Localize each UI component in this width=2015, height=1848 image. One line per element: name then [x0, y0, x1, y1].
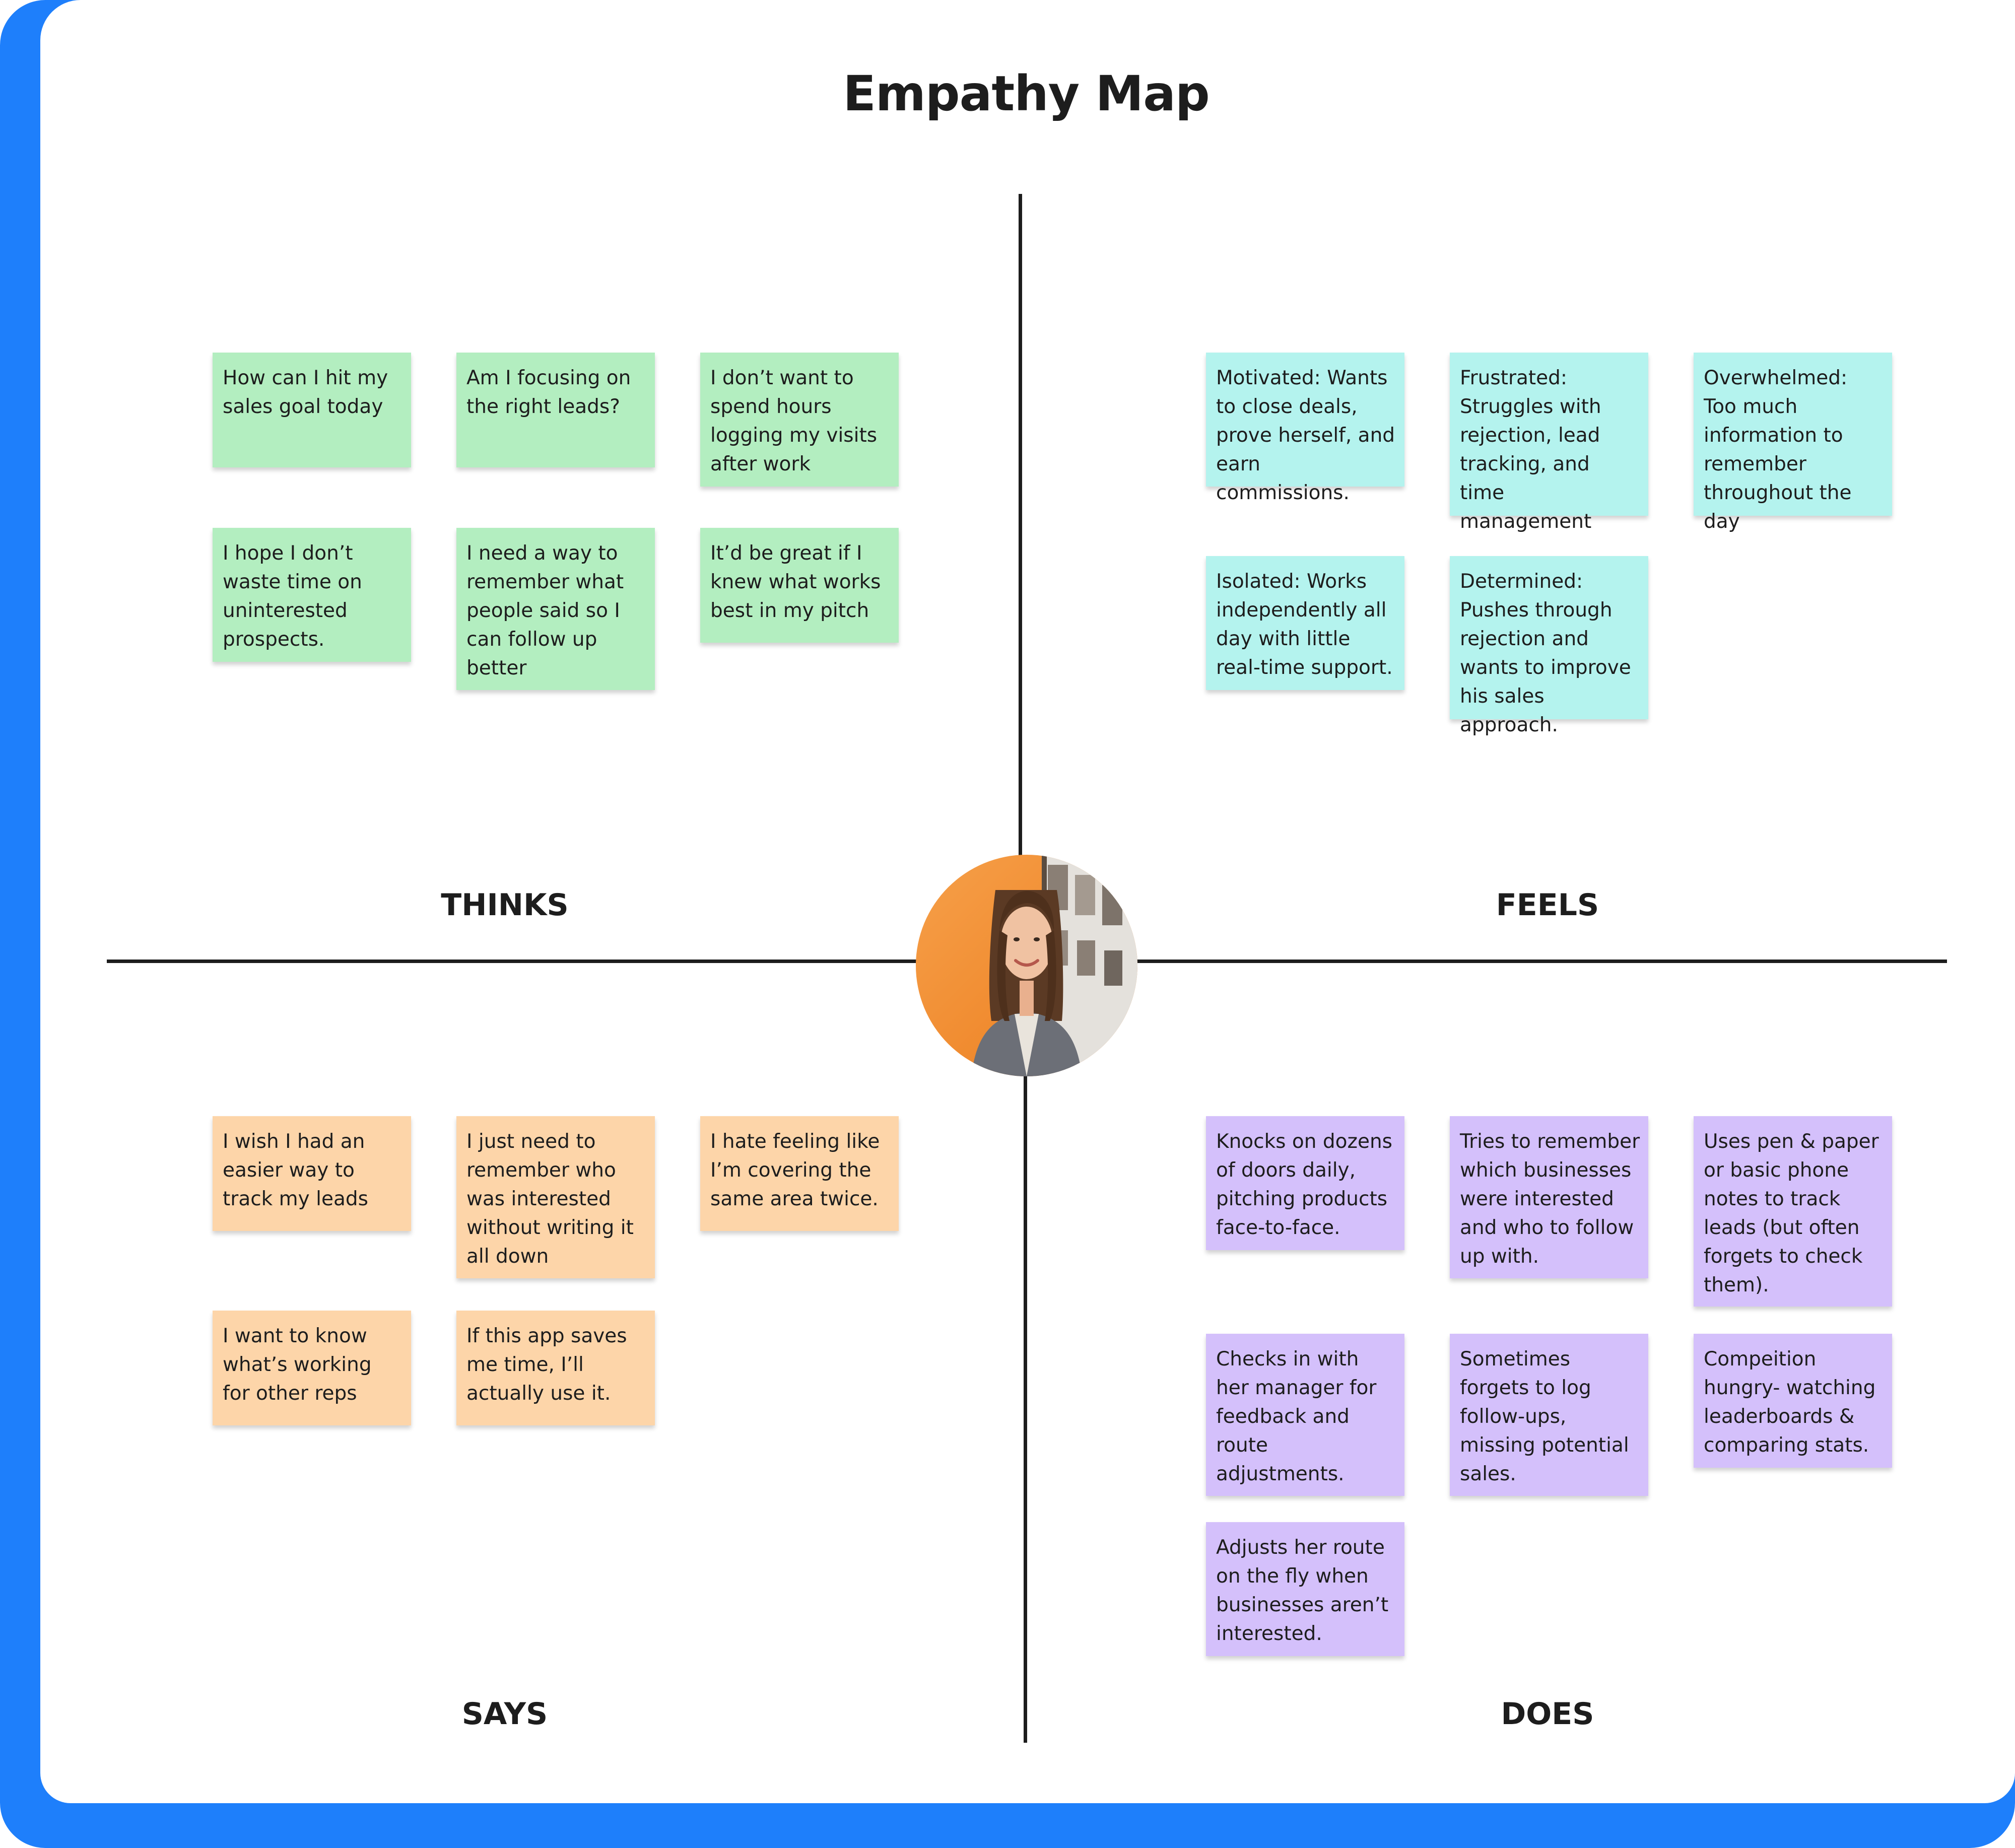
page-title: Empathy Map — [843, 65, 1210, 122]
horizontal-axis-left — [107, 960, 918, 963]
vertical-axis-bottom — [1024, 1073, 1027, 1743]
sticky-note-thinks-4[interactable]: I hope I don’t waste time on unintereste… — [213, 528, 411, 662]
quadrant-label-says: SAYS — [461, 1696, 548, 1732]
sticky-note-feels-4[interactable]: Isolated: Works independently all day wi… — [1206, 556, 1404, 690]
sticky-note-thinks-2[interactable]: Am I focusing on the right leads? — [456, 353, 655, 467]
horizontal-axis-right — [1136, 960, 1947, 963]
sticky-note-feels-3[interactable]: Overwhelmed: Too much information to rem… — [1694, 353, 1892, 533]
vertical-axis-top — [1019, 194, 1022, 859]
sticky-note-feels-1[interactable]: Motivated: Wants to close deals, prove h… — [1206, 353, 1404, 504]
persona-avatar[interactable] — [916, 855, 1137, 1076]
sticky-note-does-1[interactable]: Knocks on dozens of doors daily, pitchin… — [1206, 1116, 1404, 1250]
quadrant-label-feels: FEELS — [1496, 887, 1599, 923]
sticky-note-thinks-5[interactable]: I need a way to remember what people sai… — [456, 528, 655, 690]
sticky-note-feels-2[interactable]: Frustrated: Struggles with rejection, le… — [1450, 353, 1648, 533]
sticky-note-does-7[interactable]: Adjusts her route on the fly when busine… — [1206, 1522, 1404, 1656]
sticky-note-thinks-1[interactable]: How can I hit my sales goal today — [213, 353, 411, 467]
sticky-note-does-3[interactable]: Uses pen & paper or basic phone notes to… — [1694, 1116, 1892, 1307]
sticky-note-says-5[interactable]: If this app saves me time, I’ll actually… — [456, 1311, 655, 1425]
sticky-note-does-5[interactable]: Sometimes forgets to log follow-ups, mis… — [1450, 1334, 1648, 1496]
persona-photo-icon — [916, 855, 1137, 1076]
sticky-note-feels-5[interactable]: Determined: Pushes through rejection and… — [1450, 556, 1648, 736]
sticky-note-says-3[interactable]: I hate feeling like I’m covering the sam… — [700, 1116, 899, 1231]
sticky-note-does-4[interactable]: Checks in with her manager for feedback … — [1206, 1334, 1404, 1496]
sticky-note-says-4[interactable]: I want to know what’s working for other … — [213, 1311, 411, 1425]
sticky-note-does-6[interactable]: Compeition hungry- watching leaderboards… — [1694, 1334, 1892, 1468]
sticky-note-says-2[interactable]: I just need to remember who was interest… — [456, 1116, 655, 1278]
quadrant-label-thinks: THINKS — [441, 887, 569, 923]
quadrant-label-does: DOES — [1501, 1696, 1594, 1732]
sticky-note-thinks-6[interactable]: It’d be great if I knew what works best … — [700, 528, 899, 643]
sticky-note-thinks-3[interactable]: I don’t want to spend hours logging my v… — [700, 353, 899, 487]
sticky-note-says-1[interactable]: I wish I had an easier way to track my l… — [213, 1116, 411, 1231]
sticky-note-does-2[interactable]: Tries to remember which businesses were … — [1450, 1116, 1648, 1278]
